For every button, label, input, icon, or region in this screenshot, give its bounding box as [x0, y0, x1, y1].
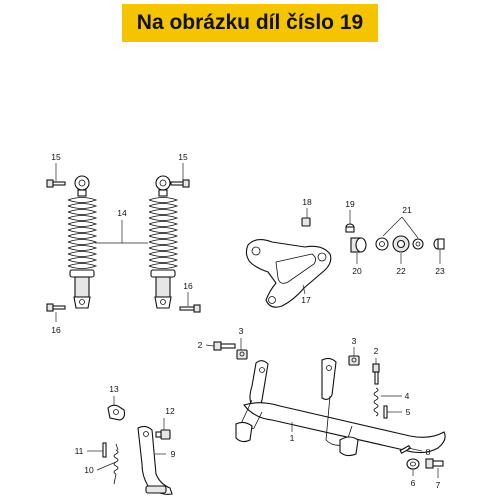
- center-stand: [236, 358, 445, 455]
- callout-2-right: 2: [374, 346, 379, 356]
- bolt-15-right: [171, 180, 189, 187]
- nut-3-right: [349, 356, 359, 365]
- callout-4: 4: [405, 391, 410, 401]
- part-20-sleeve: [351, 238, 366, 252]
- callout-17: 17: [301, 295, 311, 305]
- callout-8: 8: [426, 447, 431, 457]
- bolt-7: [426, 459, 443, 468]
- callout-13: 13: [109, 384, 119, 394]
- callout-21: 21: [402, 205, 412, 215]
- bolt-16-left: [47, 304, 65, 311]
- callout-10: 10: [84, 465, 94, 475]
- washer-6: [407, 459, 419, 469]
- callout-16-right: 16: [183, 281, 193, 291]
- callout-14: 14: [117, 208, 127, 218]
- part-22-bearing: [393, 236, 409, 252]
- callout-16-left: 16: [51, 325, 61, 335]
- callout-11: 11: [75, 446, 84, 456]
- shock-absorber-right: [149, 176, 177, 308]
- part-18-bushing: [302, 218, 310, 226]
- callout-15-left: 15: [51, 152, 61, 162]
- part-19-cylinder: [346, 224, 354, 232]
- bracket-13: [108, 405, 125, 420]
- bolt-2-left: [214, 342, 235, 350]
- nut-3-left: [237, 350, 247, 359]
- part-23-pin: [434, 239, 444, 249]
- bolt-16-right: [180, 305, 200, 312]
- callout-7: 7: [436, 480, 441, 490]
- part-21-washer: [376, 238, 388, 250]
- part-21b-washer: [413, 239, 423, 249]
- callout-23: 23: [435, 266, 445, 276]
- shock-absorber-left: [68, 176, 96, 308]
- bolt-12: [156, 430, 170, 439]
- callout-9: 9: [171, 449, 176, 459]
- pin-5: [384, 406, 387, 418]
- bolt-2-right: [373, 364, 379, 384]
- callout-12: 12: [165, 406, 175, 416]
- callout-15-right: 15: [178, 152, 188, 162]
- pin-11: [103, 443, 106, 457]
- callout-6: 6: [411, 478, 416, 488]
- bolt-15-left: [47, 180, 65, 187]
- callout-5: 5: [406, 407, 411, 417]
- callout-22: 22: [396, 266, 406, 276]
- callout-20: 20: [352, 266, 362, 276]
- callout-3-left: 3: [239, 326, 244, 336]
- callout-1: 1: [290, 433, 295, 443]
- callout-18: 18: [302, 197, 312, 207]
- footrest-bracket: [246, 240, 330, 308]
- spring-10: [114, 444, 118, 484]
- callout-2-left: 2: [198, 340, 203, 350]
- callout-3-right: 3: [352, 336, 357, 346]
- callout-19: 19: [345, 199, 355, 209]
- spring-4: [374, 388, 378, 416]
